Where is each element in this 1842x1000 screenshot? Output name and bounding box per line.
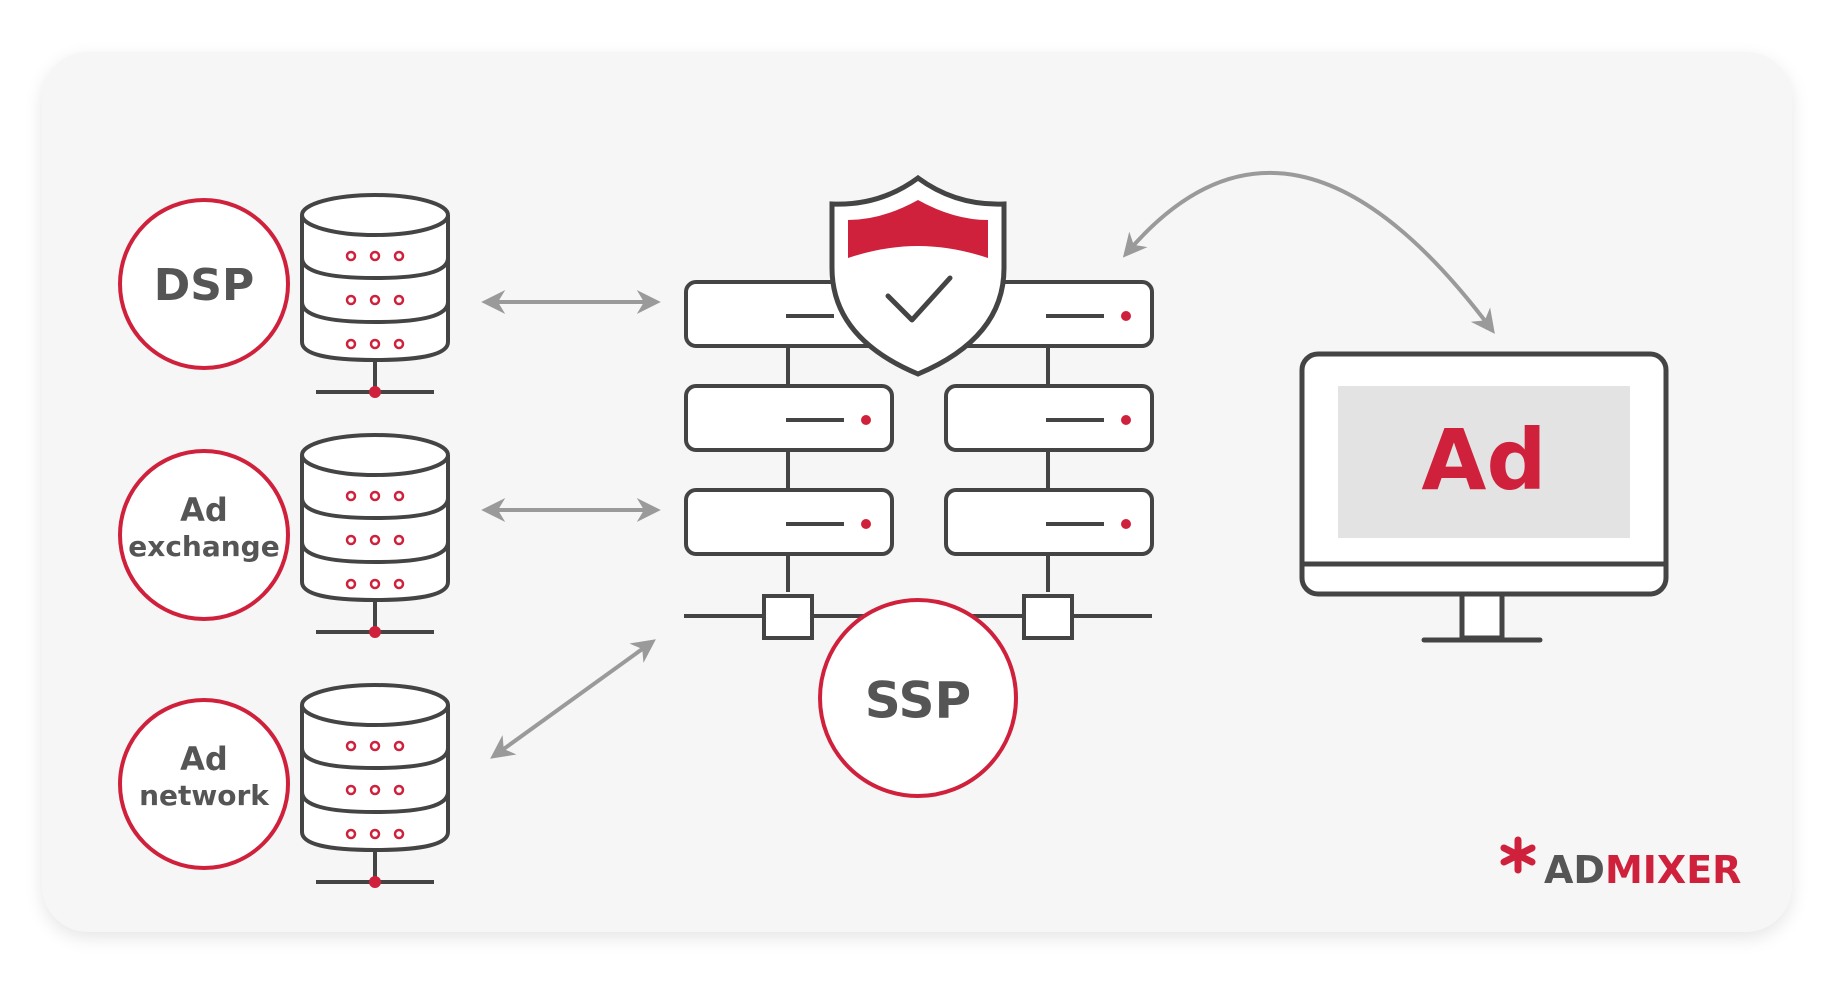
ssp-node: SSP bbox=[818, 598, 1018, 798]
ad-network-node: Ad network bbox=[118, 698, 290, 870]
dsp-circle bbox=[118, 198, 290, 370]
logo-part-ad: AD bbox=[1544, 848, 1605, 892]
logo-text: ADMIXER bbox=[1544, 848, 1741, 892]
database-icon bbox=[300, 433, 450, 638]
dsp-label: DSP bbox=[154, 260, 254, 311]
logo-part-mixer: MIXER bbox=[1605, 848, 1741, 892]
monitor-screen bbox=[1338, 386, 1630, 538]
ssp-label: SSP bbox=[865, 672, 971, 730]
ad-exchange-label-line1: Ad bbox=[180, 491, 228, 529]
ssp-circle bbox=[818, 598, 1018, 798]
ad-network-circle bbox=[118, 698, 290, 870]
ad-exchange-label-line2: exchange bbox=[128, 530, 279, 563]
dsp-node: DSP bbox=[118, 198, 290, 370]
ad-network-label-line1: Ad bbox=[180, 740, 228, 778]
network-ssp-arrow bbox=[490, 639, 656, 759]
ssp-monitor-arrow bbox=[1122, 171, 1495, 334]
ad-exchange-node: Ad exchange bbox=[118, 449, 290, 621]
ad-exchange-circle bbox=[118, 449, 290, 621]
monitor-icon: Ad bbox=[1299, 351, 1669, 643]
admixer-logo: ADMIXER bbox=[1500, 836, 1741, 892]
ad-network-label-line2: network bbox=[139, 779, 270, 812]
database-icon bbox=[300, 193, 450, 398]
shield-check-icon bbox=[829, 174, 1007, 377]
database-icon bbox=[300, 683, 450, 888]
asterisk-icon bbox=[1500, 836, 1536, 874]
monitor-ad-label: Ad bbox=[1421, 411, 1546, 509]
